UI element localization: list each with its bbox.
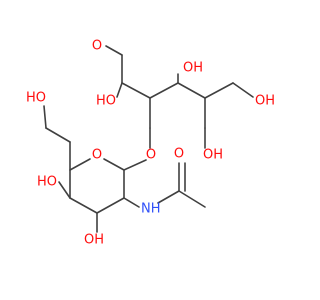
atom-label-layer: O HO OH OH OH O O HO HO OH NH O: [26, 39, 275, 248]
atom-oh-c4: OH: [183, 61, 203, 76]
bond-oring-c5prime: [69, 158, 91, 171]
bond-nh-c: [157, 190, 180, 204]
bond-c6-oh: [232, 82, 254, 98]
atom-oh-c6prime: HO: [26, 91, 46, 106]
bond-c4-c5: [177, 82, 206, 99]
bond-c-ch3: [178, 190, 206, 208]
atom-oh-c6: OH: [255, 94, 275, 109]
bond-c1prime-oring: [103, 158, 125, 171]
bond-ch2-oh: [43, 105, 47, 129]
atom-oh-c4prime: HO: [37, 175, 57, 190]
bond-c4prime-oh: [58, 181, 71, 199]
atom-nh-amide: NH: [141, 202, 161, 217]
bond-c2-oh: [116, 82, 123, 98]
bond-layer: [43, 45, 254, 233]
bond-c4prime-c3prime: [69, 197, 98, 214]
atom-o-aldehyde: O: [92, 39, 102, 54]
atom-oh-c3prime: OH: [84, 233, 104, 248]
bond-c3prime-c2prime: [96, 197, 125, 214]
atom-o-carbonyl: O: [174, 147, 184, 162]
bond-c3-c4: [149, 82, 179, 99]
molecule-diagram: O HO OH OH OH O O HO HO OH NH O: [25, 38, 276, 248]
bond-c2prime-nh: [123, 197, 140, 208]
molecule-structure: O HO OH OH OH O O HO HO OH NH O: [26, 39, 275, 248]
bond-o-c1prime: [123, 159, 147, 171]
atom-o-glycosidic: O: [146, 148, 156, 163]
bond-c6prime-ch2: [45, 127, 71, 143]
atom-oh-c2: HO: [96, 94, 116, 109]
atom-oh-c5: OH: [203, 148, 223, 163]
atom-o-ring: O: [92, 148, 102, 163]
bond-cho-h: [105, 45, 123, 56]
bond-c5-c6: [204, 82, 234, 99]
bond-c2-c3: [121, 82, 151, 99]
